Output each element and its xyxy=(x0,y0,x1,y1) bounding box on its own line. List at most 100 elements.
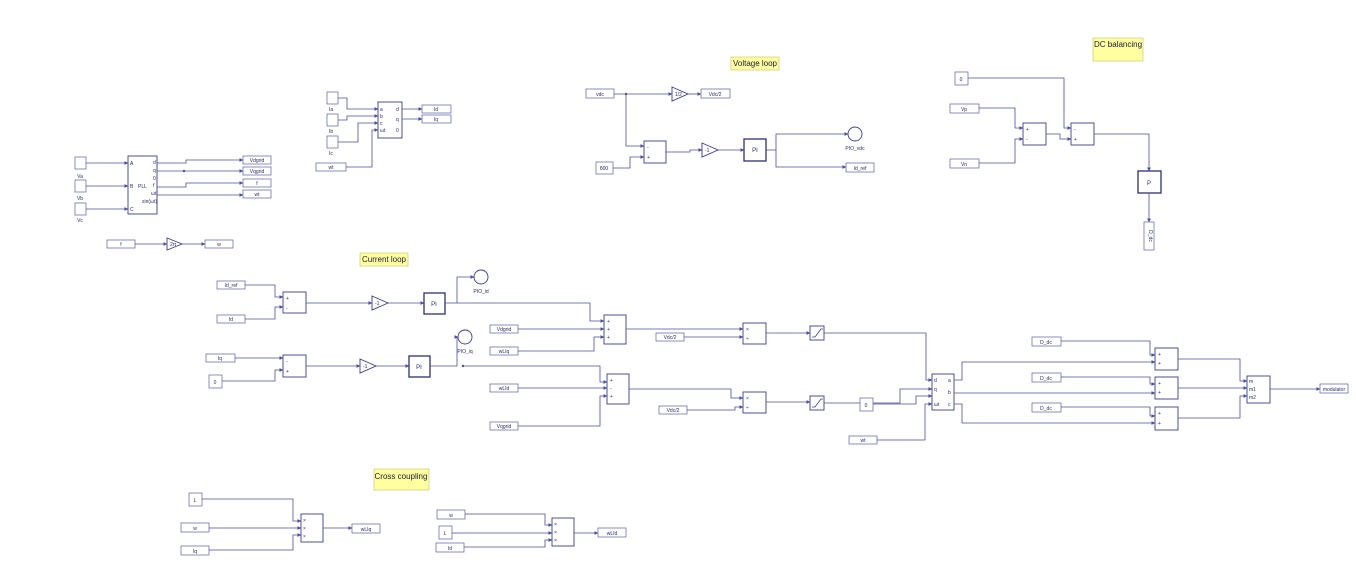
tag-wt-text: wt xyxy=(255,192,261,198)
sum-id[interactable] xyxy=(282,291,307,314)
ia-source[interactable] xyxy=(326,91,339,105)
ic-source[interactable] xyxy=(326,135,339,149)
park-in-b: b xyxy=(380,114,383,120)
modulator-mux[interactable] xyxy=(1246,375,1271,404)
svg-text:+: + xyxy=(1026,127,1029,133)
abc-dq0-current-block[interactable] xyxy=(377,101,403,139)
probe-pio-iq[interactable] xyxy=(457,329,473,345)
vc-source[interactable] xyxy=(74,202,87,216)
tag-wliq-out[interactable] xyxy=(351,523,381,534)
divide-vd-mult: × xyxy=(746,327,749,333)
tag-w-out[interactable] xyxy=(204,239,234,249)
divide-vd[interactable] xyxy=(742,322,767,345)
product-wlid[interactable] xyxy=(551,517,575,547)
p-controller-dc-text: P xyxy=(1147,181,1151,187)
gain-half[interactable] xyxy=(671,86,690,102)
tag-id-out[interactable] xyxy=(421,104,452,114)
note-cross-coupling: Cross coupling xyxy=(373,468,430,491)
tag-ddc-3[interactable] xyxy=(1031,402,1062,413)
tag-vp[interactable] xyxy=(949,103,980,114)
product-wlid-x2: × xyxy=(554,530,557,536)
current-loop-q-section: Iq 0 - + -1 PI PIO_iq wLId Vqgrid + - + … xyxy=(205,329,933,431)
probe-pio-id[interactable] xyxy=(473,269,489,285)
tag-vdgrid-in-text: Vdgrid xyxy=(497,327,512,333)
const-zero-dc[interactable] xyxy=(954,71,969,86)
vb-label: Vb xyxy=(77,196,83,202)
modulator-section: D_dc D_dc D_dc + + + + + + m m1 m2 modul… xyxy=(1031,336,1349,431)
tag-vdc2-q-text: Vdc/2 xyxy=(667,408,680,414)
saturation-d[interactable] xyxy=(809,325,825,341)
tag-vdc-text: vdc xyxy=(596,92,604,98)
svg-text:-: - xyxy=(1074,127,1076,133)
note-dc-balancing: DC balancing xyxy=(1092,37,1144,62)
tag-idref-in-text: Id_ref xyxy=(225,283,238,289)
invpark-in-d: d xyxy=(934,378,937,384)
probe-pio-vdc[interactable] xyxy=(847,126,863,142)
ib-source[interactable] xyxy=(326,113,339,127)
tag-modulator-out[interactable] xyxy=(1319,383,1349,394)
product-wliq-x2: × xyxy=(303,526,306,532)
pi-id[interactable] xyxy=(423,292,446,315)
tag-w-out-text: w xyxy=(217,242,221,248)
product-wliq-x1: × xyxy=(303,518,306,524)
product-wlid-x1: × xyxy=(554,522,557,528)
tag-id-cc[interactable] xyxy=(435,542,465,553)
sum-mc[interactable] xyxy=(1154,406,1179,431)
tag-wliq-out-text: wLIq xyxy=(361,527,372,533)
invpark-out-a: a xyxy=(948,378,951,384)
tag-wlid-out[interactable] xyxy=(597,527,627,538)
tag-vdc2-out[interactable] xyxy=(700,88,731,99)
svg-text:+: + xyxy=(286,296,289,302)
tag-ddc-out[interactable] xyxy=(1143,221,1155,251)
svg-text:-: - xyxy=(1026,137,1028,143)
const-zero-dc-text: 0 xyxy=(960,77,963,83)
tag-ddc-1[interactable] xyxy=(1031,336,1062,347)
tag-w-q[interactable] xyxy=(180,522,210,533)
saturation-q[interactable] xyxy=(809,395,825,411)
svg-text:+: + xyxy=(610,378,613,384)
park-out-0: 0 xyxy=(396,128,399,134)
tag-vdc[interactable] xyxy=(585,88,615,99)
tag-ddc-2[interactable] xyxy=(1031,372,1062,383)
tag-idref-out[interactable] xyxy=(845,162,875,173)
gain-neg-iq-text: -1 xyxy=(363,364,368,370)
park-in-c: c xyxy=(380,121,383,127)
dc-balancing-section: 0 Vp Vn + - - + P D_dc xyxy=(949,71,1162,251)
tag-ddc-1-text: D_dc xyxy=(1040,340,1052,346)
svg-text:+: + xyxy=(607,327,610,333)
tag-vqgrid[interactable] xyxy=(242,166,272,176)
probe-pio-iq-label: PIO_iq xyxy=(457,349,473,355)
ib-label: Ib xyxy=(329,129,333,135)
pi-iq[interactable] xyxy=(408,355,431,378)
gain-neg-id[interactable] xyxy=(371,295,390,311)
tag-wt[interactable] xyxy=(242,189,272,199)
svg-text:+: + xyxy=(1158,381,1161,387)
pll-title: PLL xyxy=(138,184,147,190)
divide-vq[interactable] xyxy=(742,391,767,414)
gain-2pi[interactable] xyxy=(166,237,184,251)
vc-label: Vc xyxy=(77,218,83,224)
tag-vdgrid[interactable] xyxy=(242,155,272,165)
const-l-q[interactable] xyxy=(188,492,203,507)
tag-vdc2-out-text: Vdc/2 xyxy=(709,92,722,98)
va-source[interactable] xyxy=(74,156,87,170)
vb-source[interactable] xyxy=(74,179,87,193)
dq0-abc-block[interactable] xyxy=(931,373,955,411)
tag-iq-out[interactable] xyxy=(421,114,452,124)
tag-w-d[interactable] xyxy=(436,509,466,520)
gain-neg-vdc[interactable] xyxy=(701,142,720,158)
tag-f[interactable] xyxy=(242,178,272,188)
gain-neg-iq[interactable] xyxy=(359,358,378,374)
tag-iq-cc[interactable] xyxy=(180,545,210,556)
const-zero-q[interactable] xyxy=(208,374,223,389)
const-zero-park[interactable] xyxy=(859,397,874,412)
sum-vd[interactable] xyxy=(603,314,627,345)
const-l-d[interactable] xyxy=(438,525,453,540)
tag-vn[interactable] xyxy=(949,158,980,169)
invpark-out-c: c xyxy=(948,402,951,408)
invpark-in-q: q xyxy=(934,387,937,393)
pll-out-sin: sin(ωt) xyxy=(142,199,157,205)
pll-out-d: d xyxy=(153,160,156,166)
pll-block[interactable] xyxy=(127,155,158,215)
p-controller-dc[interactable] xyxy=(1137,170,1162,194)
